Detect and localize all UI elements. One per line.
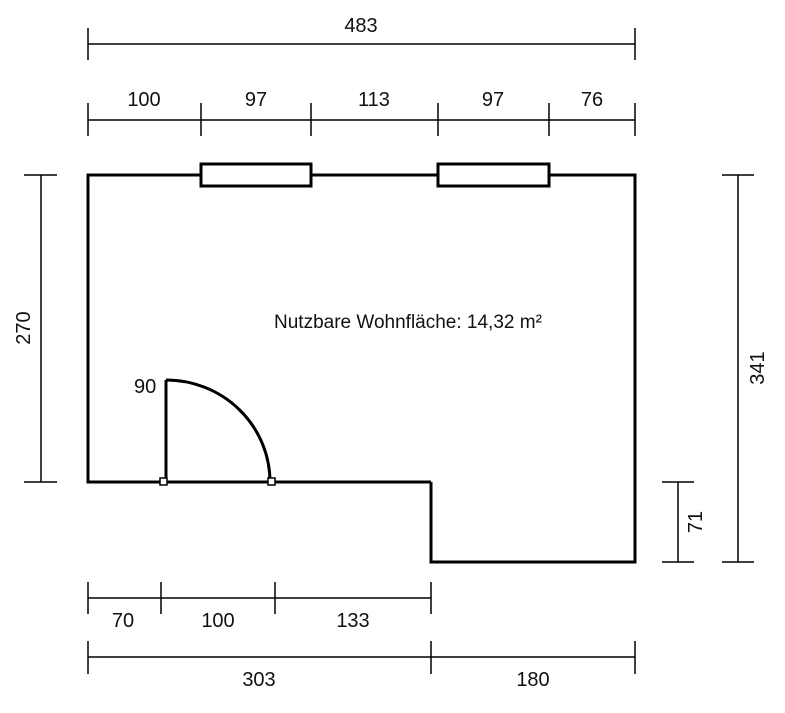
dimension-top-segment-2-label: 97 xyxy=(245,89,267,111)
dimension-top-segment-5-label: 76 xyxy=(581,89,603,111)
door: 90 xyxy=(134,376,276,486)
dimension-bottom-segment-3-label: 133 xyxy=(336,610,369,632)
door-hinge-left xyxy=(159,477,168,486)
dimension-top-total: 483 xyxy=(87,15,636,60)
dimension-top-segment-4-label: 97 xyxy=(482,89,504,111)
dimension-bottom-segment-2-label: 100 xyxy=(201,610,234,632)
dimension-left-height: 270 xyxy=(13,174,57,483)
area-label: Nutzbare Wohnfläche: 14,32 m² xyxy=(274,312,542,333)
dimension-left-height-label: 270 xyxy=(13,311,35,344)
dimension-bottom-totals: 303 180 xyxy=(87,641,636,691)
dimension-right-step: 71 xyxy=(662,481,707,563)
dimension-bottom-segment-1-label: 70 xyxy=(112,610,134,632)
door-hinge-right xyxy=(267,477,276,486)
dimension-right-step-label: 71 xyxy=(685,511,707,533)
dimension-right-height: 341 xyxy=(722,174,769,563)
room-outline xyxy=(86,173,637,564)
window-left xyxy=(199,162,313,188)
dimension-right-height-label: 341 xyxy=(747,351,769,384)
dimension-top-segment-1-label: 100 xyxy=(127,89,160,111)
window-right xyxy=(436,162,551,188)
dimension-bottom-segments: 70 100 133 xyxy=(87,582,432,632)
dimension-top-total-label: 483 xyxy=(344,15,377,37)
door-swing-arc xyxy=(165,378,272,483)
dimension-top-segment-3-label: 113 xyxy=(358,89,390,111)
dimension-bottom-total-1-label: 303 xyxy=(242,669,275,691)
dimension-top-segments: 100 97 113 97 76 xyxy=(87,89,636,136)
door-width-label: 90 xyxy=(134,376,156,398)
dimension-bottom-total-2-label: 180 xyxy=(516,669,549,691)
